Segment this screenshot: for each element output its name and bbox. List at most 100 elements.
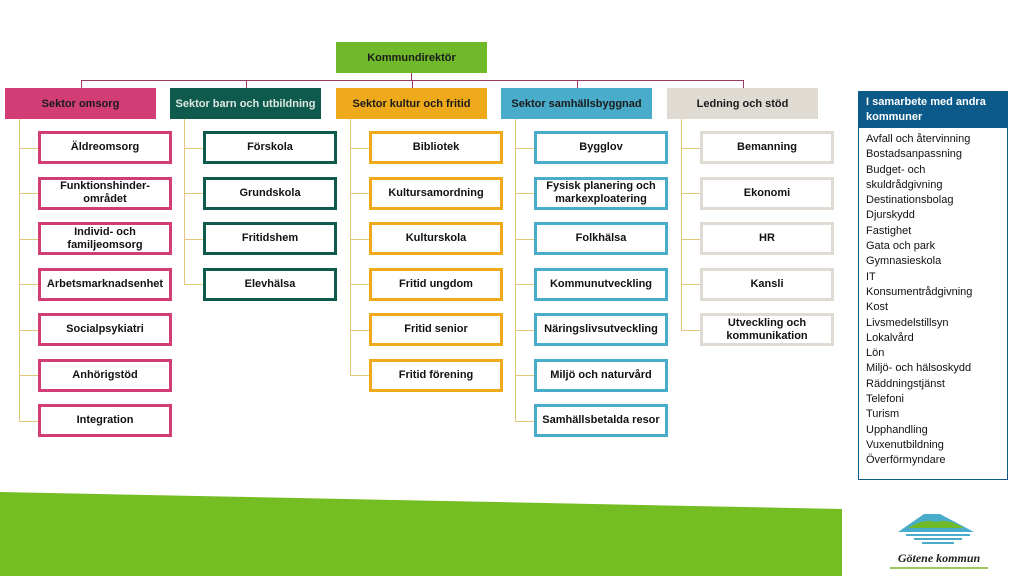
connector-branch-tick <box>19 375 38 376</box>
connector-branch-vertical <box>184 119 185 284</box>
mountain-lake-icon <box>898 514 974 544</box>
unit-box[interactable]: Arbetsmarknadsenhet <box>38 267 172 301</box>
panel-item: Överförmyndare <box>866 454 946 467</box>
connector-branch-tick <box>184 238 203 240</box>
connector-branch-tick <box>184 284 203 285</box>
connector-branch-tick <box>515 193 534 194</box>
panel-item: Telefoni <box>866 393 904 406</box>
unit-box[interactable]: Bibliotek <box>369 131 503 164</box>
panel-item: Gata och park <box>866 240 936 253</box>
connector-branch-tick <box>515 238 534 240</box>
connector-branch-tick <box>19 238 38 240</box>
connector-sector-drop <box>80 80 82 88</box>
sector-header-barn-och-utbildning[interactable]: Sektor barn och utbildning <box>170 88 321 119</box>
unit-box[interactable]: Funktionshinder-området <box>38 176 172 210</box>
connector-branch-tick <box>350 284 369 285</box>
panel-item: IT <box>866 270 876 283</box>
panel-item: Upphandling <box>866 423 928 436</box>
unit-box[interactable]: Fritid senior <box>369 313 503 346</box>
connector-branch-tick <box>681 147 700 149</box>
unit-box[interactable]: Fritidshem <box>203 222 337 255</box>
connector-branch-tick <box>19 147 38 149</box>
connector-branch-tick <box>681 284 700 285</box>
panel-item: Turism <box>866 408 900 421</box>
connector-branch-tick <box>681 193 700 194</box>
connector-branch-tick <box>515 147 534 149</box>
unit-box[interactable]: Samhällsbetalda resor <box>534 404 668 437</box>
logo-underline <box>890 567 988 569</box>
panel-title: I samarbete med andra kommuner <box>859 92 1007 128</box>
panel-item: Vuxenutbildning <box>866 438 944 451</box>
unit-box[interactable]: Anhörigstöd <box>38 358 172 392</box>
unit-box[interactable]: Integration <box>38 404 172 437</box>
panel-item: Gymnasieskola <box>866 255 942 268</box>
connector-branch-vertical <box>19 119 20 421</box>
connector-branch-tick <box>515 284 534 285</box>
connector-branch-tick <box>19 193 38 194</box>
connector-branch-tick <box>19 284 38 285</box>
logo: Götene kommun <box>884 510 994 569</box>
director-label: Kommundirektör <box>367 51 456 64</box>
unit-box[interactable]: Kommunutveckling <box>534 267 668 301</box>
connector-branch-tick <box>681 329 700 331</box>
unit-box[interactable]: Kansli <box>700 267 834 301</box>
panel-item: Destinationsbolag <box>866 194 954 207</box>
panel-item: Bostadsanpassning <box>866 148 963 161</box>
connector-branch-tick <box>184 147 203 149</box>
unit-box[interactable]: Utveckling och kommunikation <box>700 313 834 346</box>
unit-box[interactable]: Näringslivsutveckling <box>534 313 668 346</box>
connector-sector-drop <box>576 80 578 88</box>
unit-box[interactable]: HR <box>700 222 834 255</box>
unit-box[interactable]: Bygglov <box>534 131 668 164</box>
connector-branch-vertical <box>681 119 682 330</box>
collaboration-panel: I samarbete med andra kommuner Avfall oc… <box>858 91 1008 480</box>
unit-box[interactable]: Folkhälsa <box>534 222 668 255</box>
panel-item: Avfall och återvinning <box>866 133 971 145</box>
unit-box[interactable]: Elevhälsa <box>203 267 337 301</box>
connector-branch-tick <box>350 147 369 149</box>
panel-item: Kost <box>866 301 889 314</box>
connector-sector-drop <box>245 80 247 88</box>
unit-box[interactable]: Förskola <box>203 131 337 164</box>
panel-item: Miljö- och hälsoskydd <box>866 362 972 375</box>
sector-header-kultur-och-fritid[interactable]: Sektor kultur och fritid <box>336 88 487 119</box>
unit-box[interactable]: Miljö och naturvård <box>534 358 668 392</box>
connector-branch-tick <box>19 420 38 422</box>
panel-item: Fastighet <box>866 224 912 237</box>
sector-header-omsorg[interactable]: Sektor omsorg <box>5 88 156 119</box>
connector-branch-tick <box>515 375 534 376</box>
director-box: Kommundirektör <box>336 42 487 73</box>
connector-branch-tick <box>515 420 534 422</box>
connector-branch-tick <box>681 238 700 240</box>
unit-box[interactable]: Äldreomsorg <box>38 131 172 164</box>
unit-box[interactable]: Kultursamordning <box>369 176 503 210</box>
connector-director <box>411 73 412 80</box>
connector-sector-drop <box>411 80 413 88</box>
unit-box[interactable]: Individ- och familjeomsorg <box>38 222 172 255</box>
unit-box[interactable]: Kulturskola <box>369 222 503 255</box>
unit-box[interactable]: Socialpsykiatri <box>38 313 172 346</box>
connector-branch-tick <box>19 329 38 331</box>
connector-branch-vertical <box>515 119 516 421</box>
panel-item: Räddningstjänst <box>866 377 945 390</box>
unit-box[interactable]: Grundskola <box>203 176 337 210</box>
panel-item: Budget- och skuldrådgivning <box>866 163 943 191</box>
sector-header-samhallsbyggnad[interactable]: Sektor samhällsbyggnad <box>501 88 652 119</box>
panel-item: Lokalvård <box>866 331 914 344</box>
unit-box[interactable]: Fritid ungdom <box>369 267 503 301</box>
panel-item: Djurskydd <box>866 209 915 222</box>
unit-box[interactable]: Ekonomi <box>700 176 834 210</box>
unit-box[interactable]: Fysisk planering och markexploatering <box>534 176 668 210</box>
connector-sector-drop <box>742 80 744 88</box>
panel-item: Lön <box>866 347 885 360</box>
logo-text: Götene kommun <box>897 551 981 565</box>
unit-box[interactable]: Bemanning <box>700 131 834 164</box>
connector-branch-tick <box>350 238 369 240</box>
connector-branch-tick <box>350 329 369 331</box>
sector-header-ledning-och-stod[interactable]: Ledning och stöd <box>667 88 818 119</box>
panel-item: Konsumentrådgivning <box>866 285 973 298</box>
panel-item: Livsmedelstillsyn <box>866 316 949 329</box>
unit-box[interactable]: Fritid förening <box>369 358 503 392</box>
connector-branch-tick <box>350 193 369 194</box>
